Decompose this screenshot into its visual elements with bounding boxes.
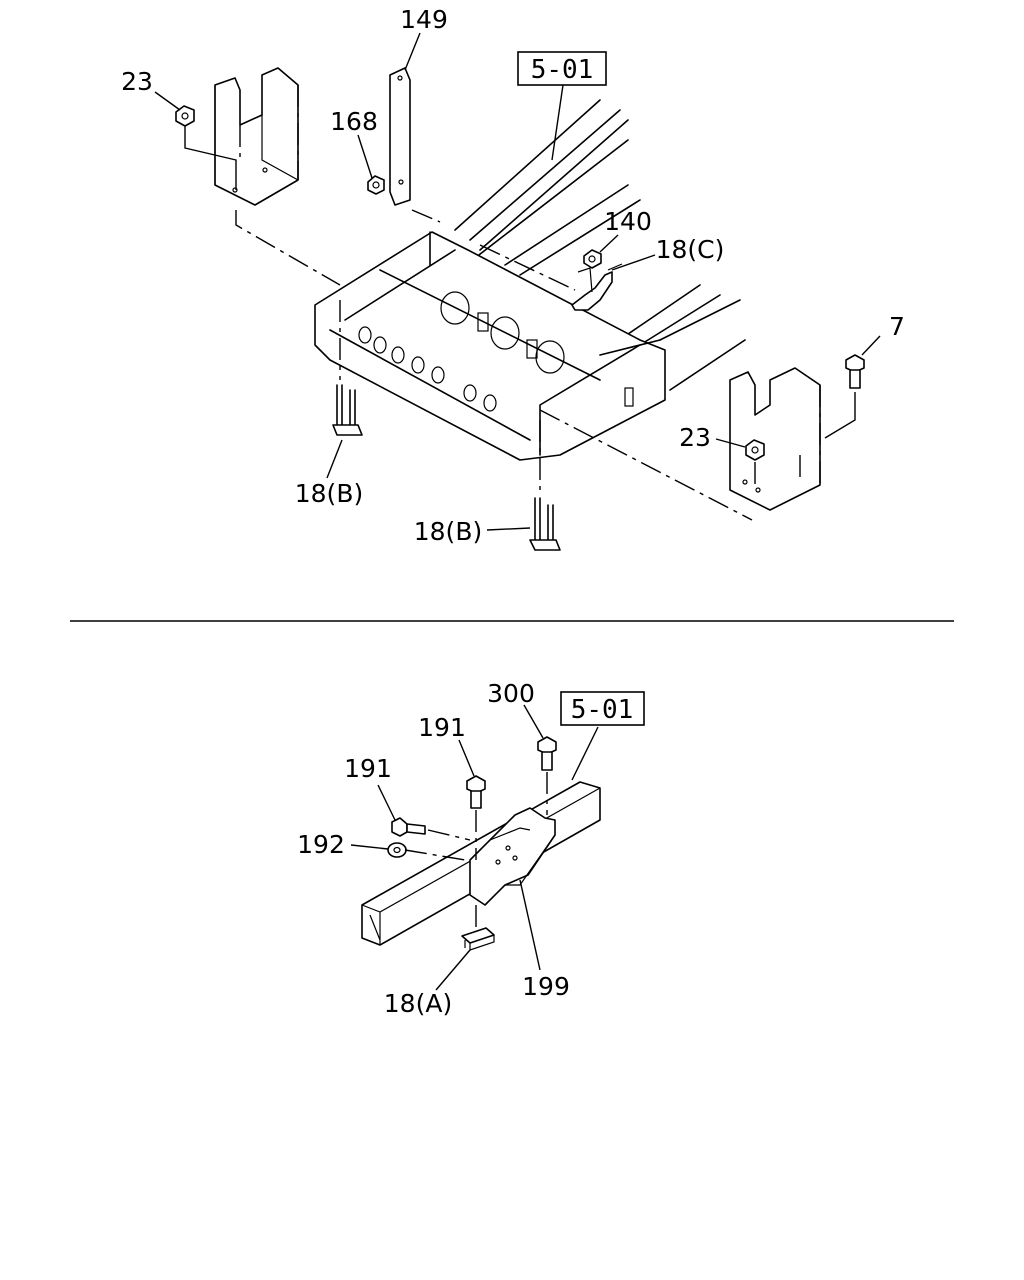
- washer-192: [387, 842, 407, 858]
- callout-23-right: 23: [679, 423, 711, 452]
- bracket-199: [469, 807, 556, 906]
- callout-140: 140: [604, 207, 652, 236]
- bolt-300: [537, 736, 557, 771]
- bracket-149: [389, 67, 411, 206]
- nut-23-right: [745, 439, 765, 461]
- ref-box-bottom-label: 5-01: [571, 695, 634, 725]
- leader-lines-bottom: [350, 704, 599, 991]
- callout-7: 7: [889, 312, 905, 341]
- callout-149: 149: [400, 5, 448, 34]
- ref-box-top-label: 5-01: [531, 55, 594, 85]
- nut-140: [583, 249, 602, 269]
- leader-lines-top: [154, 32, 881, 531]
- bottom-view: 5-01 300 191 191 192 199 18(A): [297, 679, 645, 1018]
- ref-box-top: [517, 51, 607, 86]
- top-view: 5-01 149 23 168 140 18(C) 7 23 18(B) 18(…: [121, 5, 905, 551]
- callout-18a: 18(A): [384, 989, 452, 1018]
- cross-member: [314, 231, 666, 461]
- nut-23-left: [175, 105, 195, 127]
- callout-168: 168: [330, 107, 378, 136]
- bolt-7: [845, 354, 865, 389]
- assembly-lines: [235, 209, 756, 521]
- u-bolt-18a: [461, 927, 495, 951]
- assembly-lines-bottom: [404, 772, 548, 930]
- u-bolt-18b-center: [529, 497, 561, 551]
- callout-191-upper: 191: [418, 713, 466, 742]
- callout-18c: 18(C): [656, 235, 725, 264]
- ref-box-bottom: [560, 691, 645, 726]
- battery-box-left: [214, 67, 299, 206]
- callout-18b-center: 18(B): [414, 517, 482, 546]
- battery-box-right: [729, 367, 821, 511]
- callout-300: 300: [487, 679, 535, 708]
- bolt-191-left: [391, 817, 426, 837]
- callout-199: 199: [522, 972, 570, 1001]
- bracket-18c: [571, 263, 623, 311]
- u-bolt-18b-left: [332, 384, 363, 436]
- callout-23-left: 23: [121, 67, 153, 96]
- bolt-191-upper: [466, 775, 486, 809]
- callout-192: 192: [297, 830, 345, 859]
- callout-191-left: 191: [344, 754, 392, 783]
- callout-18b-left: 18(B): [295, 479, 363, 508]
- nut-168: [367, 175, 385, 195]
